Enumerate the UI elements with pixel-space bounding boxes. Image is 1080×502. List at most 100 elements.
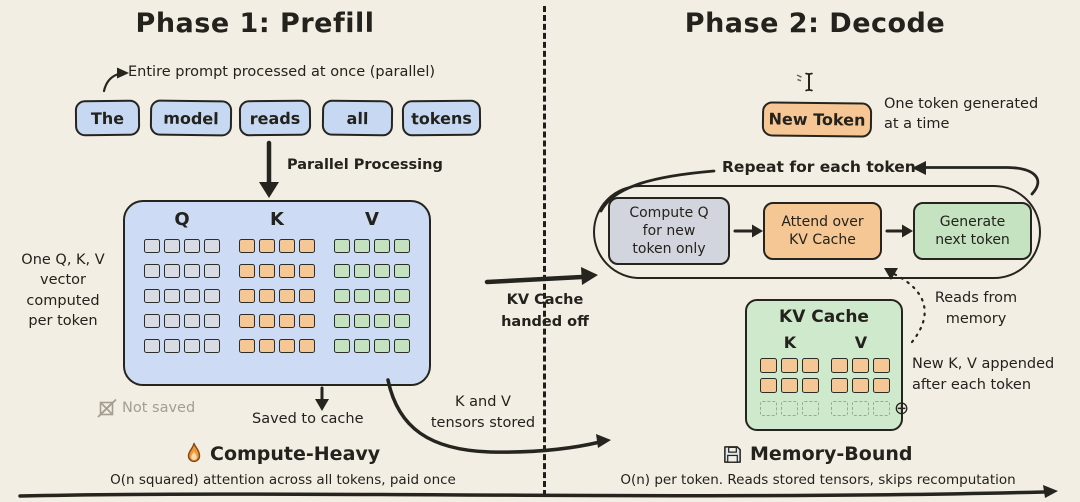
k-cell <box>259 239 275 253</box>
token-box-the: The <box>74 99 141 137</box>
k-cell <box>299 239 315 253</box>
v-column: V <box>334 209 410 384</box>
kv-v-grid <box>831 358 890 393</box>
k-cell <box>299 314 315 328</box>
k-cell <box>239 314 255 328</box>
kv-v-cell <box>873 378 890 393</box>
step-compute-q: Compute Q for new token only <box>608 197 730 265</box>
q-cell <box>204 289 220 303</box>
matrix-header-q: Q <box>174 209 190 230</box>
k-cell <box>259 264 275 278</box>
kv-k-ghost-cell <box>802 401 819 416</box>
q-cell <box>144 289 160 303</box>
q-cell <box>144 314 160 328</box>
phase2-title: Phase 2: Decode <box>684 8 946 39</box>
kv-v-ghost-cell <box>873 401 890 416</box>
token-box-tokens: tokens <box>401 99 482 137</box>
k-cell <box>239 239 255 253</box>
q-cell <box>204 339 220 353</box>
q-cell <box>144 264 160 278</box>
kv-v-cell <box>831 378 848 393</box>
v-cell <box>374 264 390 278</box>
v-grid <box>334 239 410 353</box>
token-rate-note: One token generated at a time <box>884 96 1039 133</box>
k-cell <box>279 339 295 353</box>
v-cell <box>354 264 370 278</box>
k-cell <box>259 314 275 328</box>
kv-k-grid <box>760 358 819 393</box>
k-cell <box>239 264 255 278</box>
kv-v-ghost-row <box>831 401 890 416</box>
reads-from-memory-note: Reads from memory <box>934 290 1018 328</box>
plus-circle-icon: ⊕ <box>894 398 910 419</box>
floppy-disk-icon <box>724 446 741 463</box>
parallel-processing-arrow <box>259 140 279 198</box>
q-cell <box>184 239 200 253</box>
q-cell <box>184 289 200 303</box>
k-cell <box>259 339 275 353</box>
q-grid <box>144 239 220 353</box>
kv-v-ghost-cell <box>831 401 848 416</box>
matrix-header-v: V <box>365 209 379 230</box>
kv-k-ghost-cell <box>760 401 777 416</box>
v-cell <box>394 239 410 253</box>
q-cell <box>204 314 220 328</box>
step-attend-kv: Attend over KV Cache <box>763 202 882 260</box>
note-arrow <box>102 67 129 93</box>
saved-to-cache-label: Saved to cache <box>252 411 364 427</box>
v-cell <box>394 289 410 303</box>
kv-header-k: K <box>783 333 797 352</box>
v-cell <box>374 339 390 353</box>
q-cell <box>204 239 220 253</box>
token-box-all: all <box>321 99 394 137</box>
v-cell <box>334 339 350 353</box>
q-cell <box>204 264 220 278</box>
kv-k-cell <box>760 378 777 393</box>
kv-k-cell <box>802 378 819 393</box>
v-cell <box>334 264 350 278</box>
kv-tensors-stored-label: K and V tensors stored <box>430 394 536 432</box>
kv-v-cell <box>831 358 848 373</box>
qkv-side-caption: One Q, K, V vector computed per token <box>21 252 105 329</box>
k-cell <box>299 264 315 278</box>
kv-k-cell <box>760 358 777 373</box>
v-cell <box>374 314 390 328</box>
kv-k-cell <box>802 358 819 373</box>
k-cell <box>279 239 295 253</box>
step-generate-token: Generate next token <box>913 202 1032 260</box>
phase-divider <box>543 6 546 496</box>
parallel-processing-label: Parallel Processing <box>287 157 443 173</box>
v-cell <box>334 314 350 328</box>
v-cell <box>374 239 390 253</box>
kv-k-cell <box>781 358 798 373</box>
flame-icon <box>187 442 201 463</box>
memory-bound-title: Memory-Bound <box>750 443 913 465</box>
token-box-reads: reads <box>238 99 312 137</box>
kv-append-note: New K, V appended after each token <box>912 356 1055 394</box>
kv-handoff-label: KV Cache handed off <box>501 292 589 330</box>
kv-v-cell <box>852 358 869 373</box>
k-cell <box>259 289 275 303</box>
token-box-model: model <box>149 99 233 137</box>
k-cell <box>279 289 295 303</box>
compute-heavy-title: Compute-Heavy <box>210 443 381 465</box>
compute-heavy-desc: O(n squared) attention across all tokens… <box>110 472 456 488</box>
v-cell <box>354 339 370 353</box>
crossed-box-icon <box>97 398 117 418</box>
decode-loop-capsule <box>593 185 1041 279</box>
k-cell <box>239 339 255 353</box>
kv-v-cell <box>873 358 890 373</box>
new-token-box: New Token <box>761 101 873 138</box>
k-grid <box>239 239 315 353</box>
q-cell <box>184 339 200 353</box>
v-cell <box>374 289 390 303</box>
q-cell <box>144 239 160 253</box>
kv-cache-title: KV Cache <box>779 307 869 327</box>
v-cell <box>354 314 370 328</box>
q-cell <box>164 289 180 303</box>
q-cell <box>144 339 160 353</box>
kv-header-v: V <box>854 333 868 352</box>
k-cell <box>279 264 295 278</box>
v-cell <box>334 239 350 253</box>
